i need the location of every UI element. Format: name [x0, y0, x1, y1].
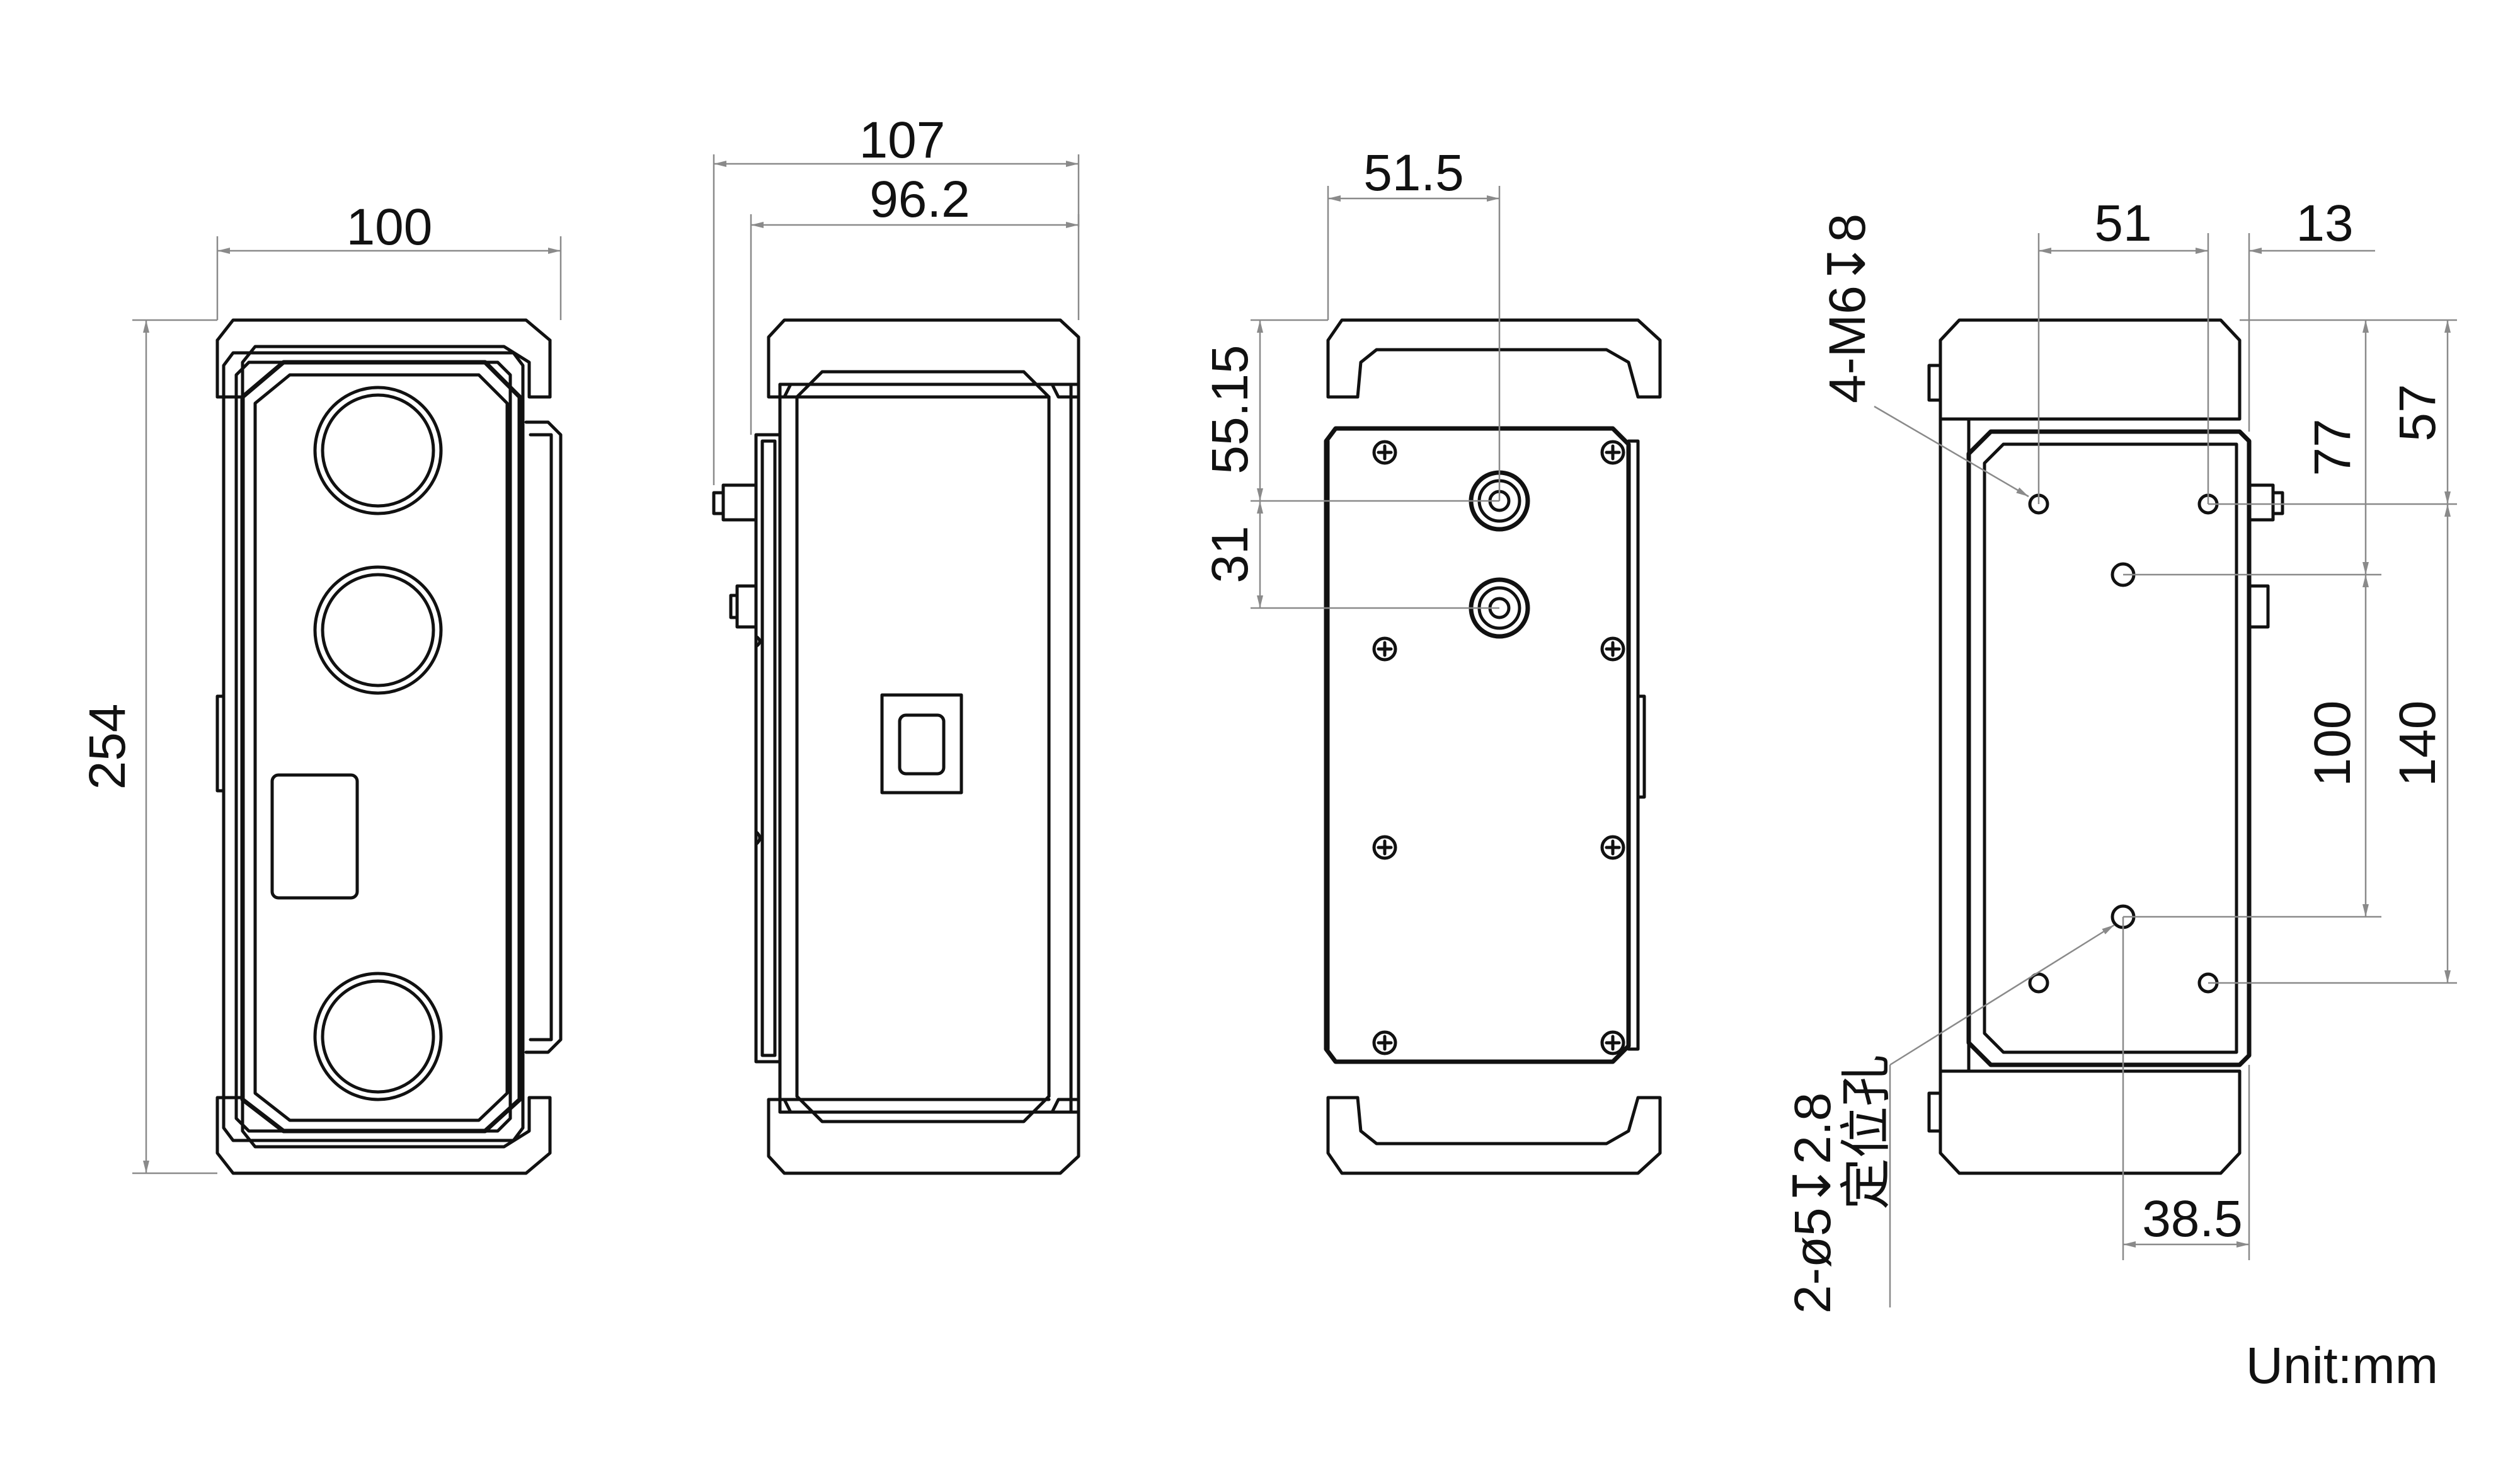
back-screws: [1372, 440, 1625, 1055]
front-view: [215, 318, 563, 1175]
mount-top-to-hole-1-label: 57: [2389, 384, 2446, 441]
front-width-label: 100: [346, 198, 433, 256]
back-dimensions: 51.5 55.15 31: [1201, 144, 1501, 609]
front-height-label: 254: [79, 704, 136, 790]
mount-locating-offset-label: 38.5: [2142, 1190, 2243, 1248]
mount-locating-spacing-label: 100: [2304, 701, 2361, 787]
side-depth-body-label: 96.2: [869, 171, 970, 228]
mount-top-to-hole-2-label: 77: [2304, 418, 2361, 476]
back-connector-spacing-label: 31: [1201, 525, 1259, 583]
back-connector-y-label: 55.15: [1201, 345, 1259, 474]
m6-hole-3: [2028, 972, 2049, 994]
unit-label: Unit:mm: [2246, 1337, 2438, 1394]
thread-callout-label: 4-M6↧8: [1819, 214, 1876, 403]
mount-view: [1927, 318, 2284, 1175]
side-depth-total-label: 107: [859, 112, 946, 169]
side-view: [712, 318, 1080, 1175]
back-connector-x-label: 51.5: [1363, 144, 1464, 202]
locating-hole-label: 定位孔: [1838, 1055, 1895, 1210]
mount-hole-spacing-x-label: 51: [2094, 195, 2151, 252]
mount-edge-offset-label: 13: [2296, 195, 2353, 252]
front-dimensions: 100 254: [79, 198, 562, 1174]
back-view: [1324, 318, 1662, 1175]
mount-hole-spacing-y-label: 140: [2389, 701, 2446, 787]
mount-dimensions: 51 13 77 100 57 140 38.5 4-M6↧8 2-ø5↧2.8…: [1784, 195, 2457, 1314]
locating-callout-label: 2-ø5↧2.8: [1784, 1093, 1841, 1314]
side-dimensions: 107 96.2: [713, 112, 1080, 485]
